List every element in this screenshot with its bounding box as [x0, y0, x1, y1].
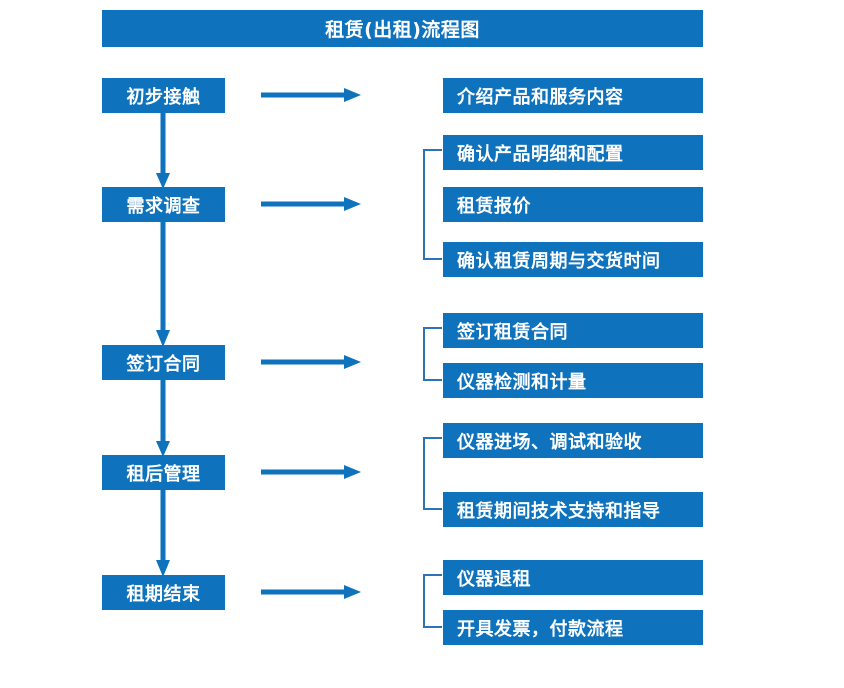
- detail-box-confirm-period-delivery[interactable]: 确认租赁周期与交货时间: [443, 242, 703, 277]
- detail-box-confirm-product-spec[interactable]: 确认产品明细和配置: [443, 135, 703, 170]
- arrow-down-icon-1-to-2: [156, 113, 170, 189]
- bracket-icon-group-5: [423, 574, 442, 628]
- arrow-right-icon-stage-5: [261, 585, 361, 599]
- stage-box-rental-end[interactable]: 租期结束: [102, 575, 225, 610]
- stage-box-post-rental-management[interactable]: 租后管理: [102, 455, 225, 490]
- arrow-down-icon-3-to-4: [156, 380, 170, 457]
- stage-box-sign-contract[interactable]: 签订合同: [102, 345, 225, 380]
- arrow-right-icon-stage-4: [261, 465, 361, 479]
- bracket-icon-group-3: [423, 327, 442, 381]
- detail-box-rental-quote[interactable]: 租赁报价: [443, 187, 703, 222]
- detail-box-invoice-payment-process[interactable]: 开具发票，付款流程: [443, 610, 703, 645]
- arrow-right-icon-stage-3: [261, 355, 361, 369]
- stage-box-initial-contact[interactable]: 初步接触: [102, 78, 225, 113]
- detail-box-instrument-return[interactable]: 仪器退租: [443, 560, 703, 595]
- diagram-title: 租赁(出租)流程图: [102, 10, 703, 47]
- detail-box-instrument-inspection-metering[interactable]: 仪器检测和计量: [443, 363, 703, 398]
- detail-box-technical-support-guidance[interactable]: 租赁期间技术支持和指导: [443, 492, 703, 527]
- arrow-right-icon-stage-1: [261, 88, 361, 102]
- arrow-right-icon-stage-2: [261, 197, 361, 211]
- arrow-down-icon-2-to-3: [156, 222, 170, 347]
- bracket-icon-group-2: [423, 149, 442, 260]
- stage-box-requirement-survey[interactable]: 需求调查: [102, 187, 225, 222]
- arrow-down-icon-4-to-5: [156, 490, 170, 577]
- detail-box-instrument-entry-debug-acceptance[interactable]: 仪器进场、调试和验收: [443, 423, 703, 458]
- detail-box-intro-products-services[interactable]: 介绍产品和服务内容: [443, 78, 703, 113]
- bracket-icon-group-4: [423, 437, 442, 510]
- detail-box-sign-rental-contract[interactable]: 签订租赁合同: [443, 313, 703, 348]
